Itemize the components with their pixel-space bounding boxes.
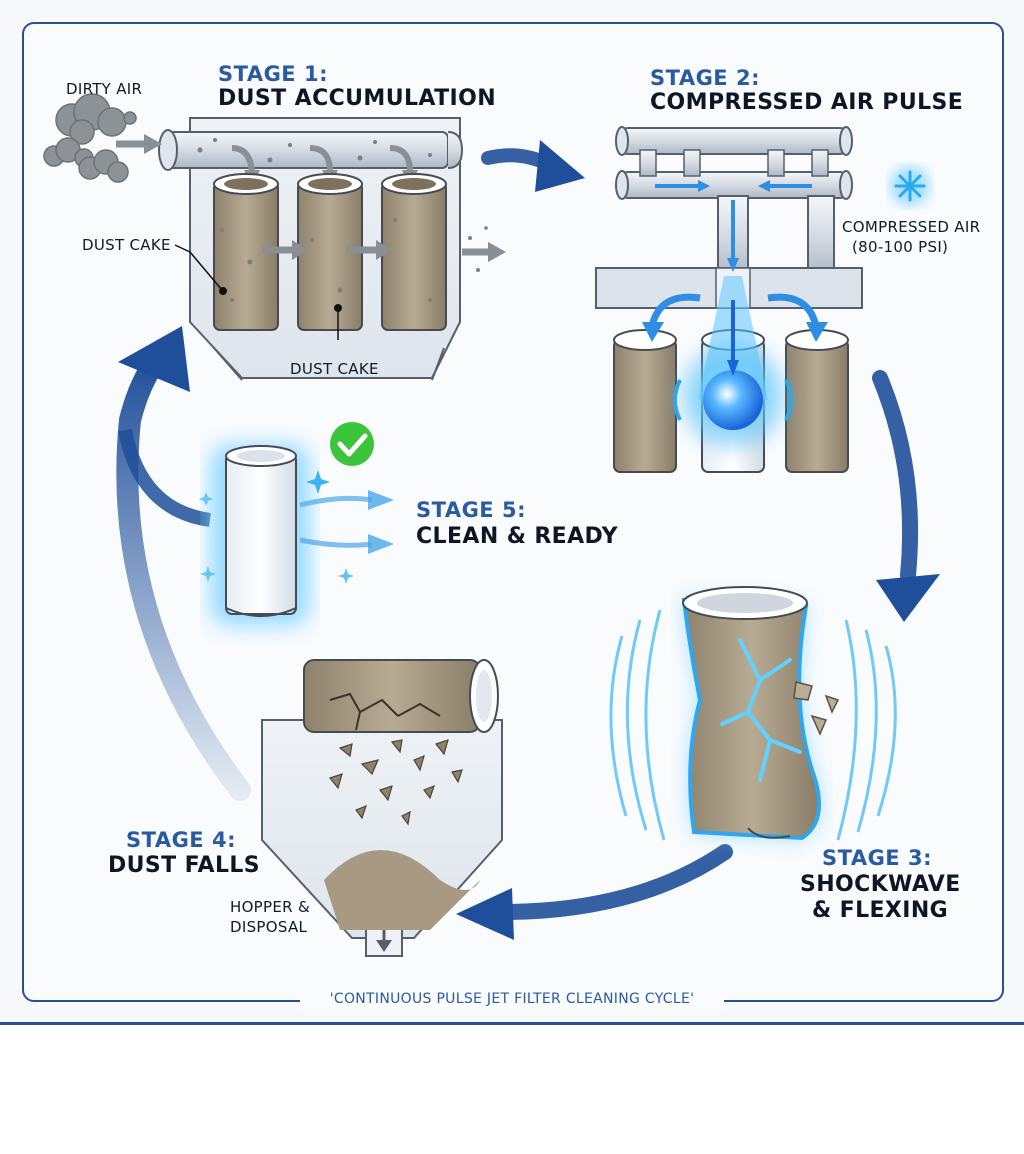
stage3-number: STAGE 3: bbox=[822, 846, 932, 870]
stage3-title-line1: SHOCKWAVE bbox=[800, 872, 961, 897]
dirty-air-label: DIRTY AIR bbox=[66, 80, 143, 98]
stage5-title: CLEAN & READY bbox=[416, 524, 618, 549]
stage4-number: STAGE 4: bbox=[126, 828, 236, 852]
caption-container: 'CONTINUOUS PULSE JET FILTER CLEANING CY… bbox=[300, 988, 724, 1010]
cycle-arrow-3-to-4 bbox=[456, 844, 733, 940]
dirty-air-cloud-icon bbox=[43, 93, 162, 183]
sparkle-icon bbox=[199, 470, 354, 584]
cycle-arrow-1-to-2 bbox=[481, 140, 585, 192]
diagram-caption: 'CONTINUOUS PULSE JET FILTER CLEANING CY… bbox=[329, 991, 695, 1007]
bottom-rule bbox=[0, 1022, 1024, 1025]
hopper-label-line2: DISPOSAL bbox=[230, 918, 308, 936]
compressed-air-label-line2: (80-100 PSI) bbox=[852, 238, 949, 256]
stage4-hopper bbox=[261, 659, 503, 957]
hopper-label-line1: HOPPER & bbox=[230, 898, 310, 916]
cycle-illustration bbox=[43, 93, 940, 957]
dust-cake-label-left: DUST CAKE bbox=[82, 236, 171, 254]
cycle-arrow-4-to-1 bbox=[116, 326, 251, 801]
checkmark-icon bbox=[330, 422, 374, 466]
stage5-clean-bag bbox=[210, 444, 394, 626]
stage4-title: DUST FALLS bbox=[108, 853, 261, 878]
stage3-flexing-bag bbox=[609, 586, 897, 841]
stage2-title: COMPRESSED AIR PULSE bbox=[650, 90, 964, 115]
stage2-number: STAGE 2: bbox=[650, 66, 760, 90]
stage1-baghouse bbox=[158, 117, 506, 381]
stage1-number: STAGE 1: bbox=[218, 62, 328, 86]
stage3-title-line2: & FLEXING bbox=[812, 898, 949, 923]
stage1-title: DUST ACCUMULATION bbox=[218, 86, 497, 111]
dust-cake-label-bottom: DUST CAKE bbox=[290, 360, 379, 378]
compressed-air-label-line1: COMPRESSED AIR bbox=[842, 218, 981, 236]
stage5-number: STAGE 5: bbox=[416, 498, 526, 522]
stage2-pulse-system bbox=[595, 126, 863, 473]
cycle-arrow-2-to-3 bbox=[872, 370, 940, 622]
shockwave-lines bbox=[609, 609, 897, 841]
snowflake-icon bbox=[890, 166, 930, 206]
